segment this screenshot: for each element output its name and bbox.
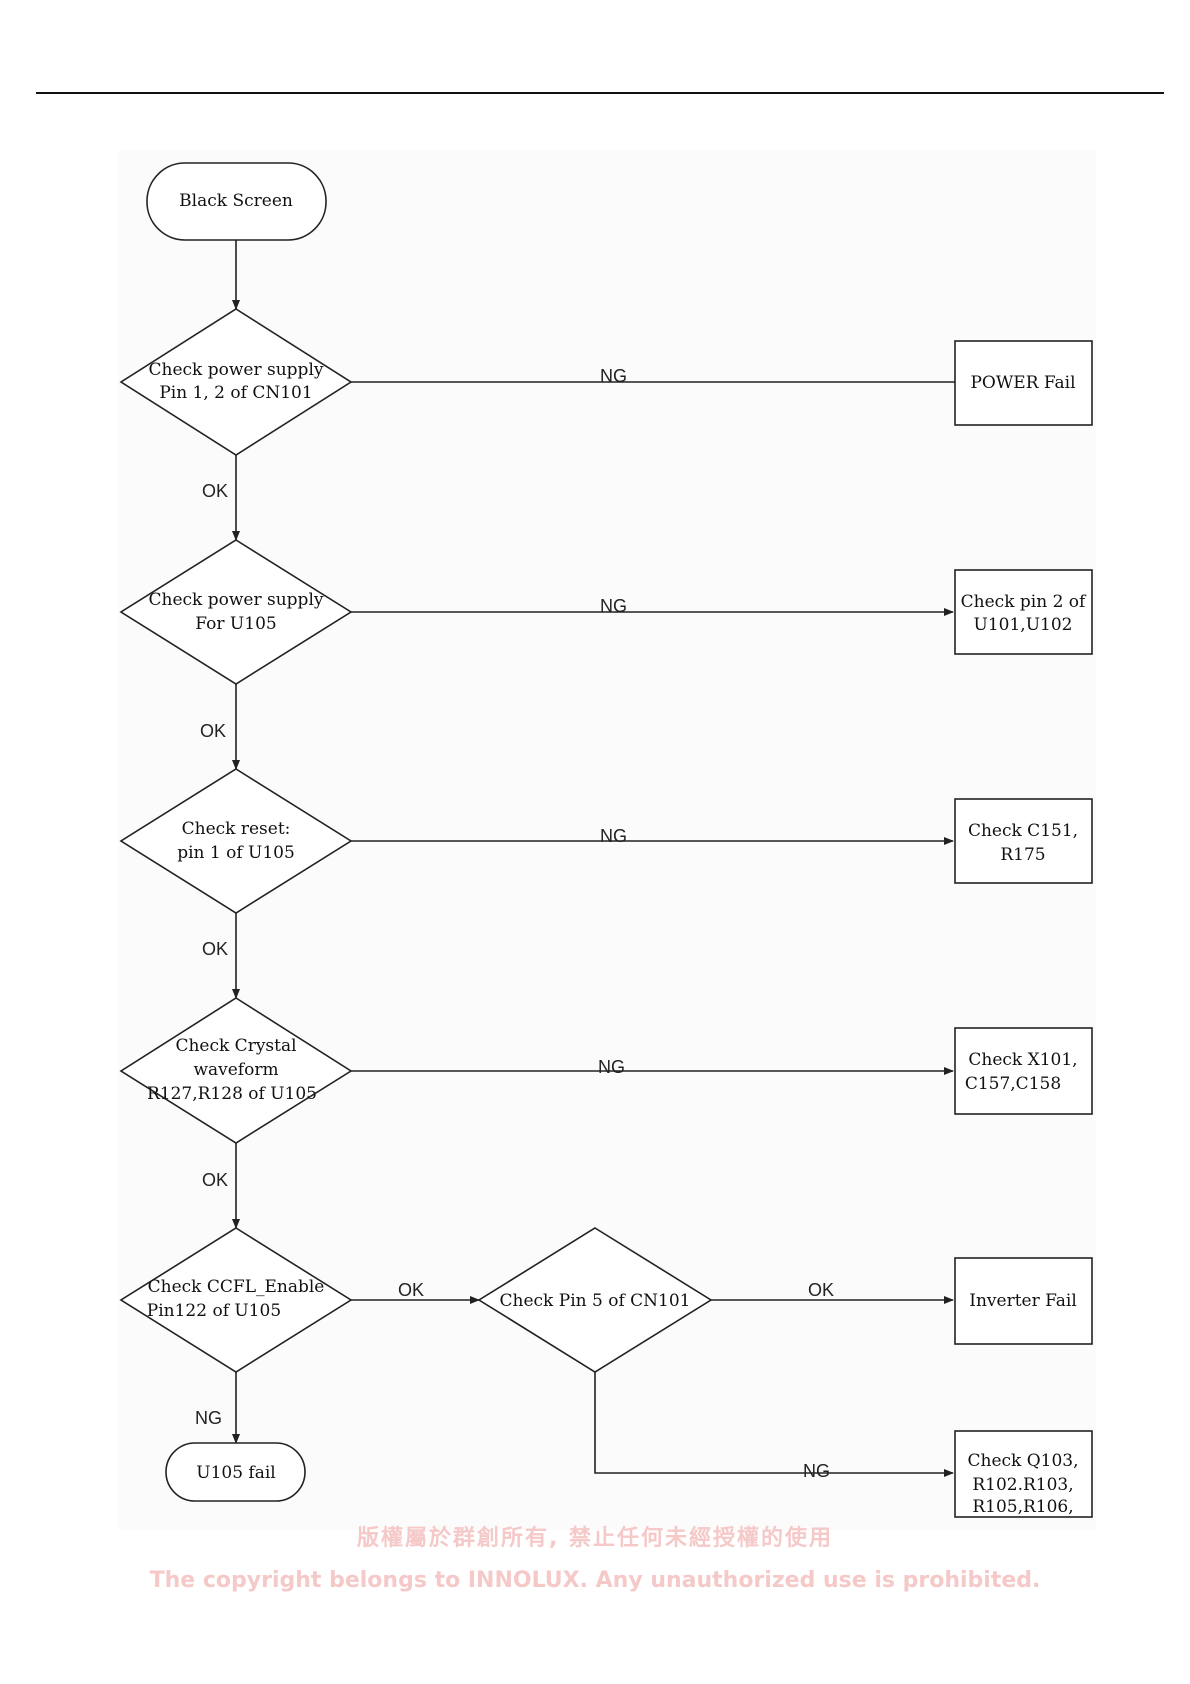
start-label: Black Screen [179,191,293,211]
decision-power-cn101-line1: Check power supply [149,360,324,380]
process-inverter-fail-label: Inverter Fail [969,1291,1077,1311]
decision-crystal: Check Crystal waveform R127,R128 of U105 [119,997,353,1144]
end-terminator-label: U105 fail [196,1463,275,1483]
label-ccfl-ng: NG [195,1408,222,1428]
process-check-x101: Check X101, C157,C158 [954,1027,1093,1115]
label-power-ok: OK [202,481,228,501]
decision-power-u105-line1: Check power supply [149,590,324,610]
watermark-english: The copyright belongs to INNOLUX. Any un… [149,1568,1041,1593]
decision-pin5-label: Check Pin 5 of CN101 [500,1291,691,1311]
label-power-ng: NG [600,366,627,386]
watermark-chinese: 版權屬於群創所有, 禁止任何未經授權的使用 [356,1526,834,1551]
process-check-q103: Check Q103, R102.R103, R105,R106, [954,1430,1093,1518]
process-check-pin2-line1: Check pin 2 of [961,592,1087,612]
label-crystal-ok: OK [202,1170,228,1190]
process-check-c151: Check C151, R175 [954,798,1093,884]
process-check-c151-line1: Check C151, [968,821,1078,841]
header-rule [36,92,1164,94]
label-crystal-ng: NG [598,1057,625,1077]
label-reset-ok: OK [202,939,228,959]
decision-power-u105: Check power supply For U105 [119,539,353,685]
process-inverter-fail: Inverter Fail [954,1257,1093,1345]
label-pin5-ok: OK [808,1280,834,1300]
label-u105-ok: OK [200,721,226,741]
process-check-x101-line2: C157,C158 [965,1074,1061,1094]
edge-pin5-ng [594,1372,954,1477]
label-u105-ng: NG [600,596,627,616]
process-check-q103-line3: R105,R106, [972,1497,1073,1517]
decision-ccfl: Check CCFL_Enable Pin122 of U105 [119,1227,353,1373]
process-power-fail-label: POWER Fail [970,373,1075,393]
label-ccfl-ok: OK [398,1280,424,1300]
decision-crystal-line1: Check Crystal [175,1036,296,1056]
decision-pin5: Check Pin 5 of CN101 [477,1227,713,1373]
process-check-q103-line1: Check Q103, [967,1451,1078,1471]
label-pin5-ng: NG [803,1461,830,1481]
process-power-fail: POWER Fail [954,340,1093,426]
process-check-q103-line2: R102.R103, [972,1475,1073,1495]
decision-power-cn101: Check power supply Pin 1, 2 of CN101 [119,308,353,456]
label-reset-ng: NG [600,826,627,846]
decision-crystal-line3: R127,R128 of U105 [147,1084,317,1104]
end-terminator-u105-fail: U105 fail [165,1442,306,1502]
process-check-pin2: Check pin 2 of U101,U102 [954,569,1093,655]
process-check-c151-line2: R175 [1000,845,1045,865]
decision-ccfl-line2: Pin122 of U105 [147,1301,281,1321]
process-check-x101-line1: Check X101, [968,1050,1077,1070]
process-check-pin2-line2: U101,U102 [974,615,1073,635]
decision-crystal-line2: waveform [193,1060,278,1080]
decision-reset: Check reset: pin 1 of U105 [119,768,353,914]
decision-power-cn101-line2: Pin 1, 2 of CN101 [159,383,312,403]
decision-reset-line2: pin 1 of U105 [177,843,295,863]
start-terminator: Black Screen [146,162,327,241]
decision-power-u105-line2: For U105 [195,614,276,634]
decision-reset-line1: Check reset: [182,819,291,839]
decision-ccfl-line1: Check CCFL_Enable [148,1277,325,1297]
